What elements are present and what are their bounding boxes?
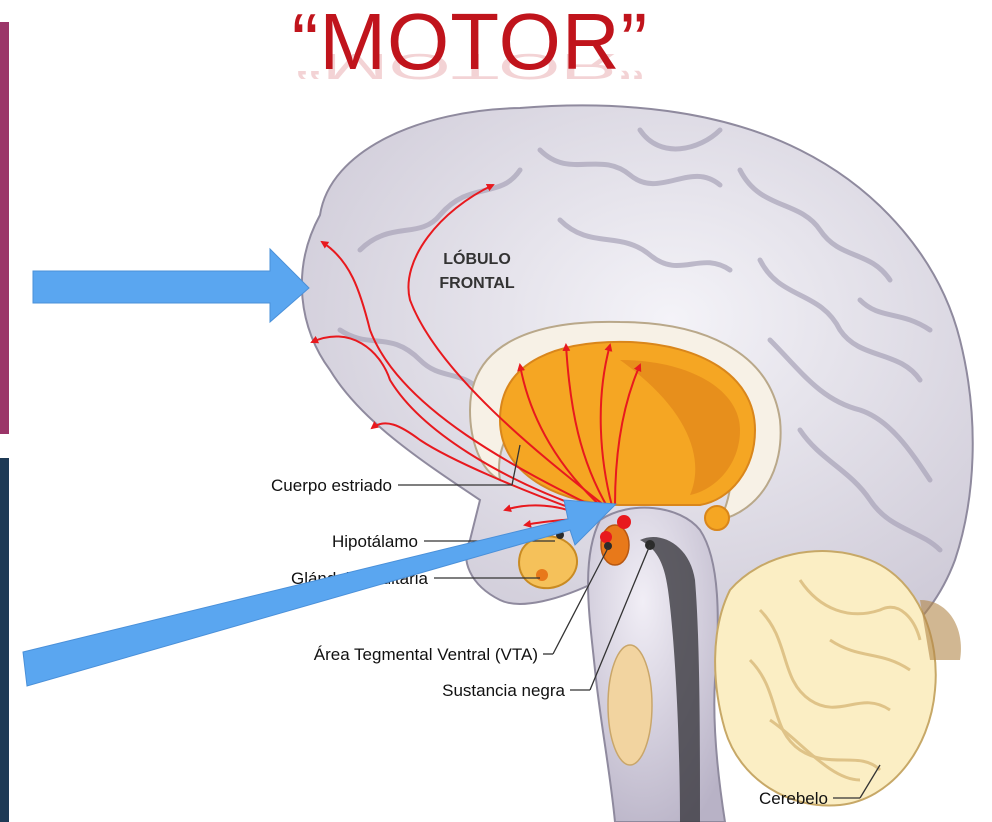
cerebellum-label: Cerebelo [759,789,828,808]
hypothalamus-label: Hipotálamo [332,532,418,551]
substantia-nigra-label: Sustancia negra [442,681,565,700]
vta-label: Área Tegmental Ventral (VTA) [314,645,538,664]
small-orange-node [705,506,729,530]
pituitary [519,536,577,588]
vta-dot [617,515,631,529]
blue-arrow-frontal [33,249,309,322]
pons [608,645,652,765]
striatum-label: Cuerpo estriado [271,476,392,495]
frontal-lobe-label-line1: LÓBULO [443,249,511,268]
frontal-lobe-label-line2: FRONTAL [439,275,514,292]
